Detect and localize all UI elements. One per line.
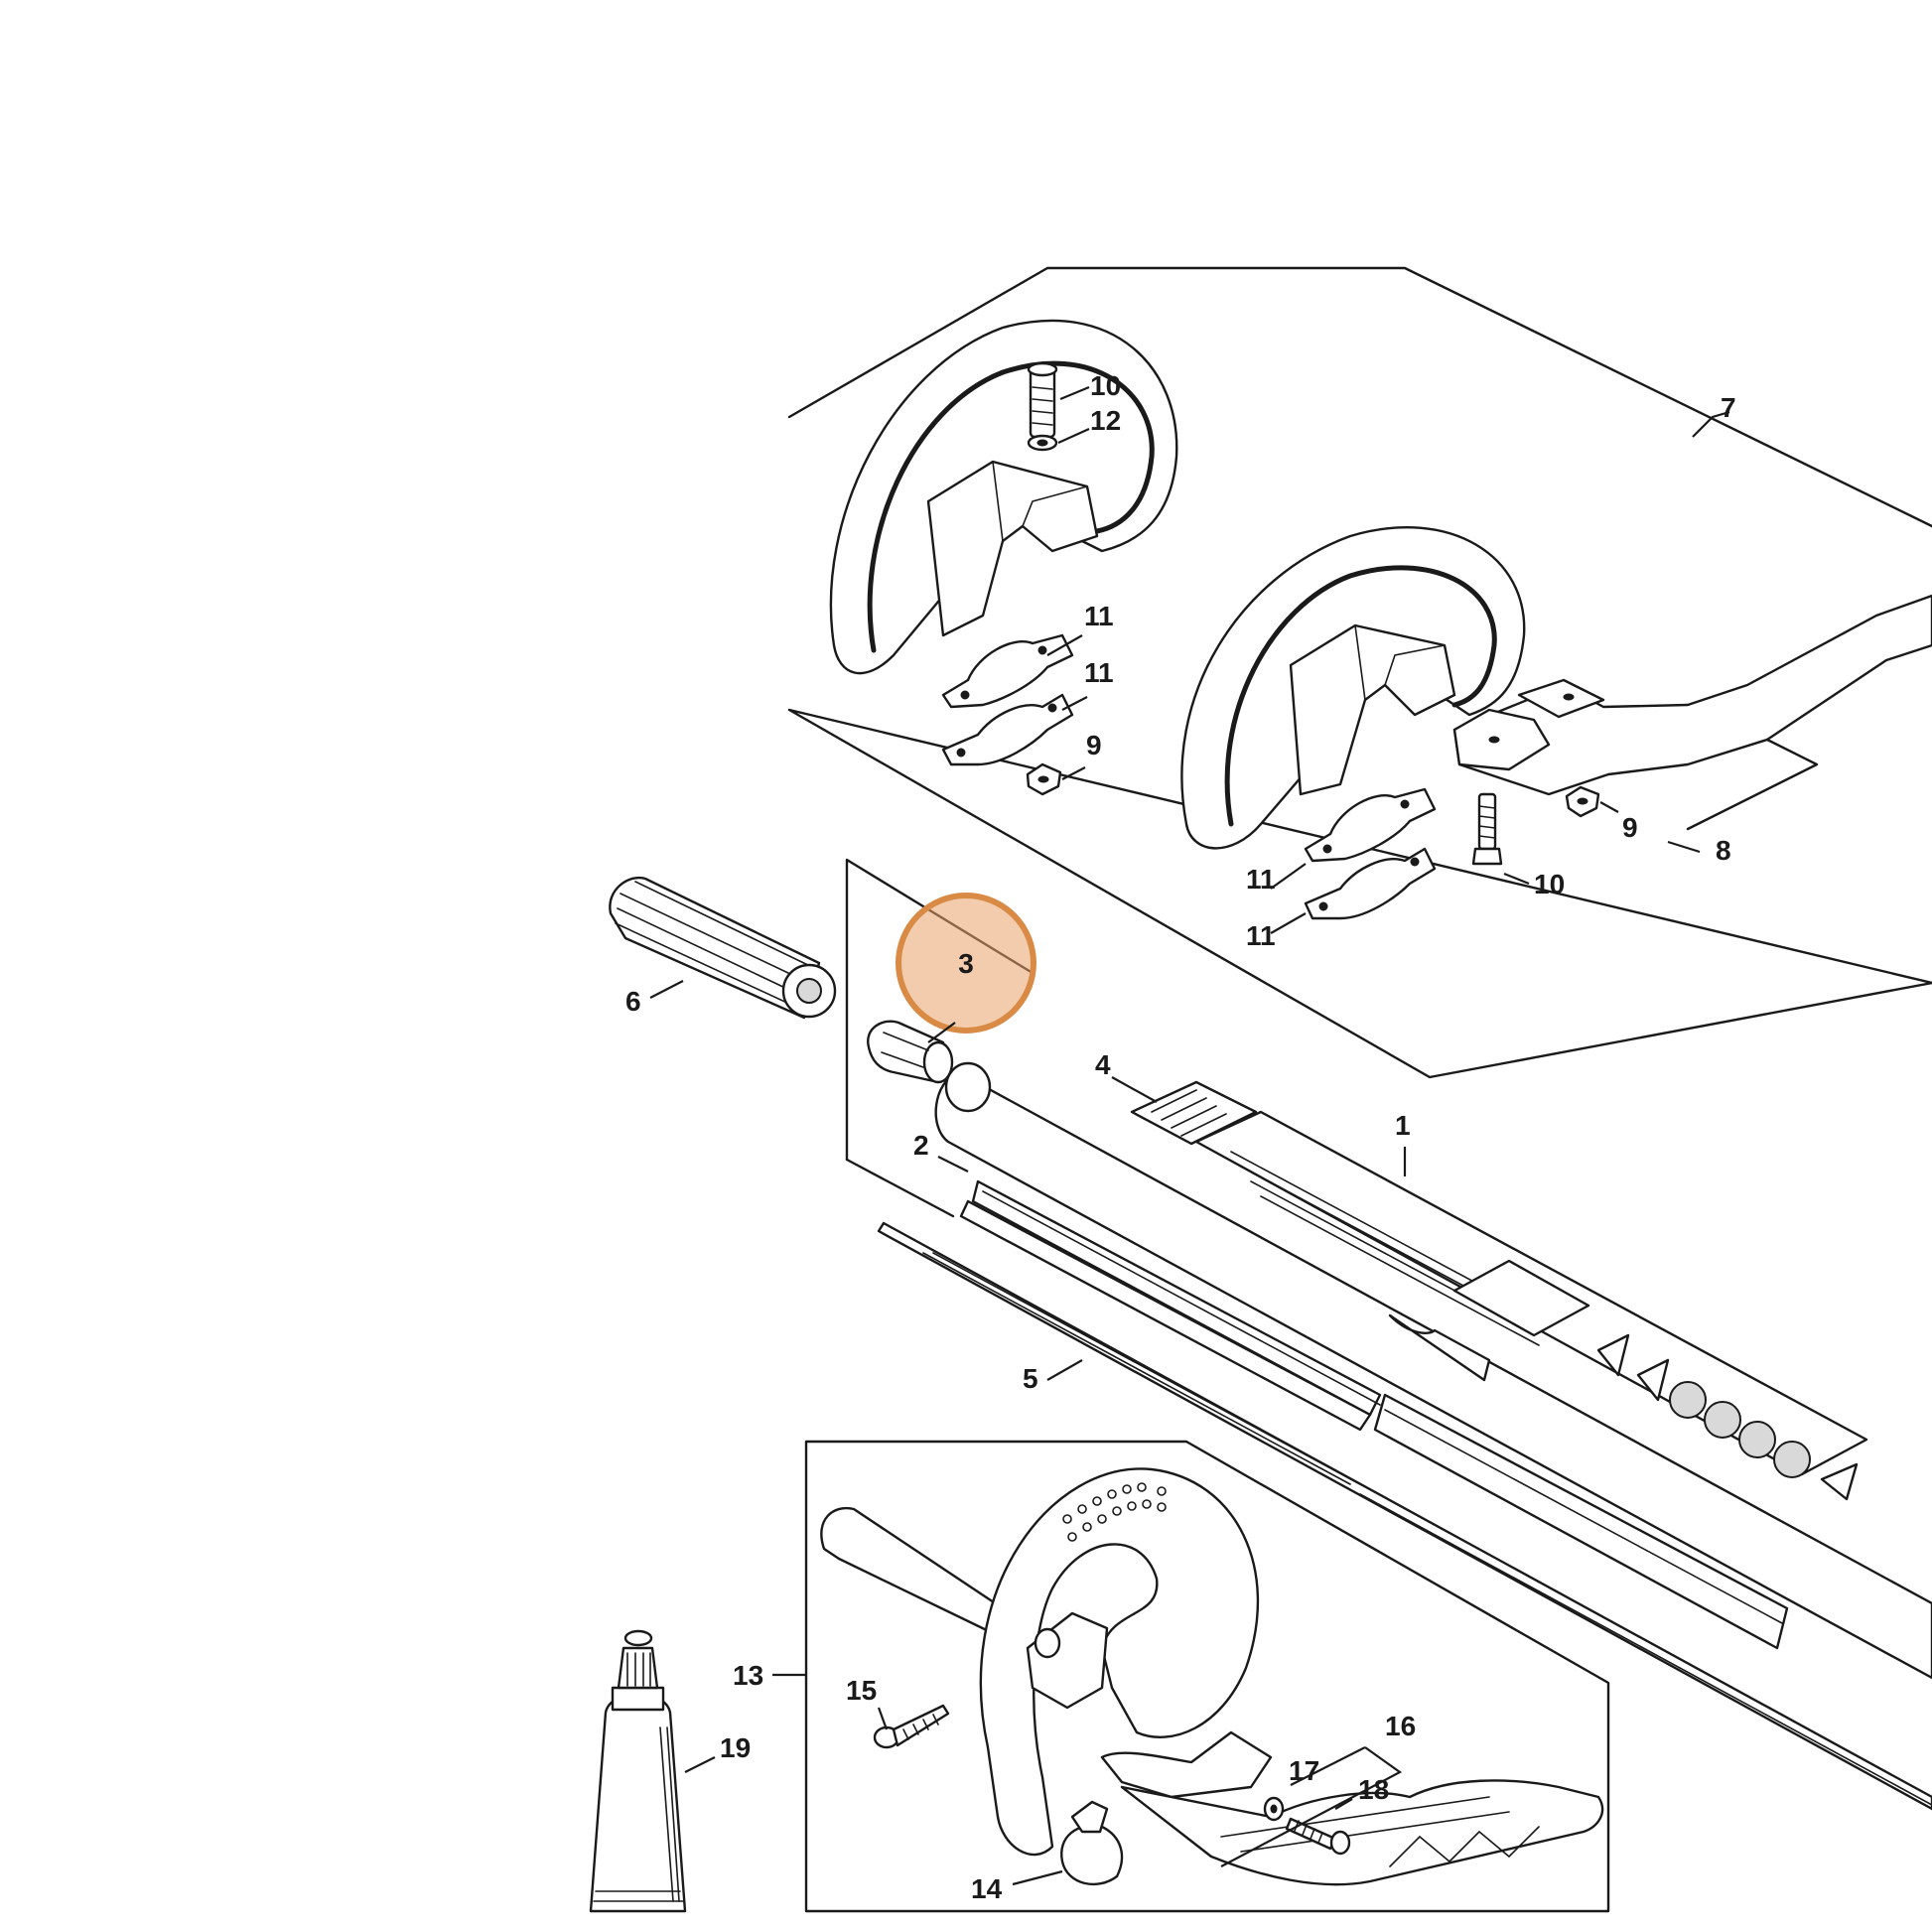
nut-9-left [1026, 762, 1062, 796]
clamp-11-lower-left [941, 693, 1074, 766]
callout-14[interactable]: 14 [971, 1873, 1003, 1904]
callout-12[interactable]: 12 [1090, 405, 1121, 436]
callout-15[interactable]: 15 [846, 1675, 877, 1706]
callout-9-left[interactable]: 9 [1086, 730, 1102, 760]
washer-17 [1263, 1796, 1285, 1822]
loop-handle-frame [804, 1440, 1610, 1913]
callout-16[interactable]: 16 [1385, 1711, 1416, 1741]
callout-9-right[interactable]: 9 [1622, 812, 1638, 843]
callout-11-d[interactable]: 11 [1246, 920, 1276, 951]
bolt-10-right [1471, 792, 1503, 866]
right-handle-loop [1180, 526, 1526, 850]
grease-tube-19 [589, 1629, 687, 1913]
bearing-sleeve-6 [609, 876, 837, 1020]
highlight-marker[interactable]: 3 [896, 893, 1036, 1043]
callout-3[interactable]: 3 [958, 948, 974, 979]
nut-9-right [1565, 785, 1600, 818]
bolt-10-top [1027, 361, 1058, 452]
callout-1[interactable]: 1 [1395, 1110, 1411, 1141]
clamp-14 [1060, 1800, 1124, 1886]
drive-shaft-5 [877, 1221, 1932, 1811]
callout-11-a[interactable]: 11 [1084, 601, 1114, 631]
callout-10-top[interactable]: 10 [1090, 370, 1121, 401]
left-handle-loop [829, 319, 1178, 675]
coupling-3 [867, 1020, 954, 1084]
label-4 [1130, 1080, 1868, 1501]
vent-holes [1062, 1482, 1167, 1542]
callout-6[interactable]: 6 [625, 986, 641, 1017]
callout-labels: 10 12 7 11 11 9 11 11 10 9 8 6 4 1 2 5 1… [625, 370, 1736, 1904]
clamp-11-upper-right [1304, 787, 1437, 863]
callout-11-b[interactable]: 11 [1084, 657, 1114, 688]
protective-tube-2 [959, 1179, 1789, 1650]
drive-tube [934, 1061, 1932, 1680]
screw-15 [873, 1704, 950, 1749]
callout-5[interactable]: 5 [1023, 1363, 1038, 1394]
callout-2[interactable]: 2 [913, 1130, 929, 1161]
callout-8[interactable]: 8 [1716, 835, 1731, 866]
loop-handle-13 [820, 1467, 1260, 1857]
leader-lines [649, 385, 1730, 1886]
callout-7[interactable]: 7 [1721, 392, 1736, 423]
barrier-16 [1100, 1730, 1604, 1886]
callout-13[interactable]: 13 [733, 1660, 763, 1691]
callout-10-right[interactable]: 10 [1534, 869, 1565, 899]
handle-bar-8 [1452, 594, 1932, 831]
callout-4[interactable]: 4 [1095, 1049, 1111, 1080]
callout-11-c[interactable]: 11 [1246, 864, 1276, 895]
callout-18[interactable]: 18 [1358, 1774, 1389, 1805]
clamp-11-lower-right [1304, 847, 1437, 920]
clamp-11-upper-left [941, 633, 1074, 709]
callout-17[interactable]: 17 [1289, 1755, 1319, 1786]
callout-19[interactable]: 19 [720, 1732, 751, 1763]
